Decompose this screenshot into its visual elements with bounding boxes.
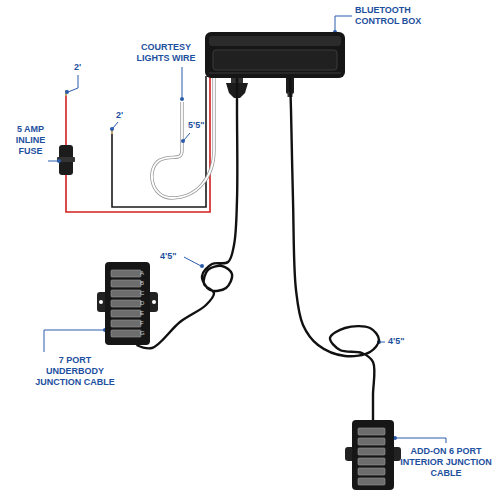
red-wire — [65, 96, 67, 145]
port-slot — [111, 330, 141, 337]
junction-cable — [137, 78, 238, 348]
length-label: 5'5" — [188, 120, 204, 131]
port-slot — [111, 280, 141, 287]
leader-line — [113, 122, 118, 128]
leader-dot — [57, 159, 61, 163]
port-letter: C — [140, 290, 144, 297]
port-slot — [358, 438, 385, 445]
leader-line — [68, 75, 78, 92]
port-letter: D — [140, 300, 144, 307]
port-letter: E — [140, 310, 144, 317]
courtesy-wire-outline — [152, 76, 214, 198]
length-label: 2' — [74, 62, 81, 73]
leader-line — [395, 438, 446, 443]
courtesy-wire — [152, 76, 214, 198]
junction-cable — [290, 78, 379, 420]
black-wire — [112, 76, 206, 207]
port-slot — [111, 290, 141, 297]
length-label: 4'5" — [388, 336, 404, 347]
screw-hole — [99, 300, 103, 304]
port-letter: F — [140, 320, 144, 327]
port-slot — [358, 458, 385, 465]
leader-dot — [181, 139, 185, 143]
leader-line — [48, 161, 58, 162]
leader-line — [335, 16, 352, 31]
box-illustration — [205, 32, 345, 78]
leader-line — [184, 257, 201, 266]
port-slot — [358, 468, 385, 475]
leader-dot — [180, 97, 184, 101]
junction-box: ADD-ON 6 PORT INTERIOR JUNCTION CABLE — [352, 420, 394, 490]
component-callout: 7 PORT UNDERBODY JUNCTION CABLE — [31, 355, 119, 388]
fuse-cap — [57, 157, 75, 162]
leader-line — [182, 67, 183, 97]
box-edge — [209, 73, 341, 74]
control-box: BLUETOOTH CONTROL BOX — [205, 32, 345, 78]
port-slot — [111, 310, 141, 317]
port-slot — [358, 478, 385, 485]
box-ridge — [209, 36, 341, 46]
leader-line — [184, 133, 190, 140]
port-slot — [111, 320, 141, 327]
port-letter: B — [140, 280, 144, 287]
leader-dot — [65, 90, 69, 94]
box-panel — [213, 50, 337, 70]
port-letter: G — [140, 330, 145, 337]
component-callout: BLUETOOTH CONTROL BOX — [355, 5, 433, 27]
red-wire — [66, 76, 210, 212]
box-illustration — [352, 420, 394, 490]
leader-dot — [200, 264, 204, 268]
port-slot — [358, 428, 385, 435]
component-callout: ADD-ON 6 PORT INTERIOR JUNCTION CABLE — [398, 446, 494, 479]
part-name: 5 AMP INLINE FUSE — [8, 124, 53, 157]
length-label: 2' — [116, 110, 123, 121]
port-letter: A — [140, 270, 144, 277]
inline-fuse — [57, 145, 75, 175]
length-label: 4'5" — [160, 251, 176, 262]
screw-hole — [152, 300, 156, 304]
leader-line — [44, 330, 104, 352]
leader-dot — [110, 127, 114, 131]
port-slot — [358, 448, 385, 455]
port-slot — [111, 270, 141, 277]
port-slot — [111, 300, 141, 307]
wire-name: COURTESY LIGHTS WIRE — [130, 42, 202, 64]
